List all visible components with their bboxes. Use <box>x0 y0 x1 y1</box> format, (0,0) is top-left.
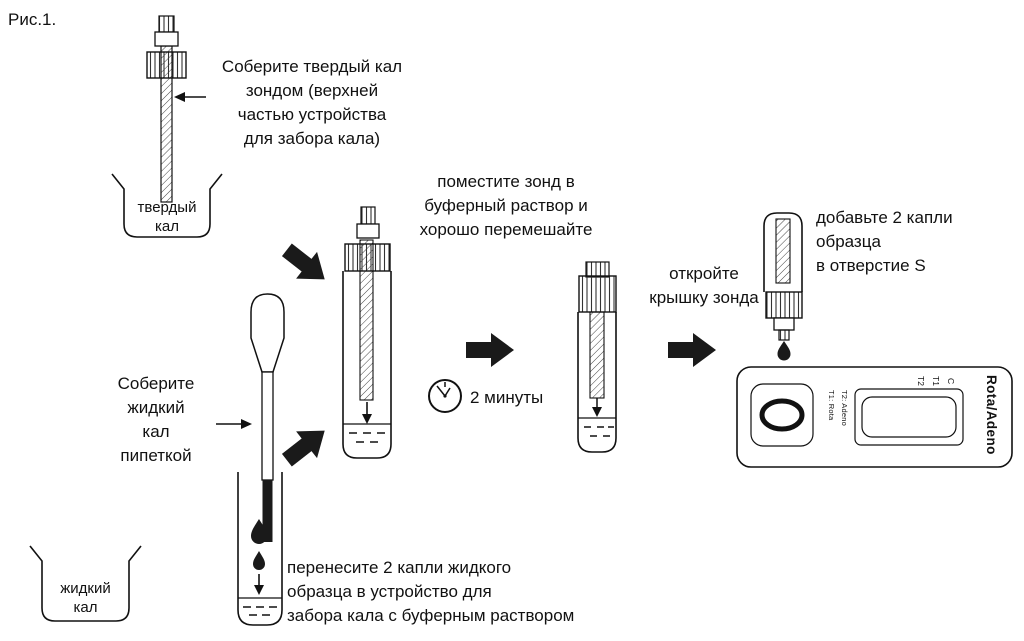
pipette-bulb <box>250 293 285 373</box>
sample-well-s <box>759 398 805 432</box>
buffer-liquid-dashes <box>349 432 385 443</box>
figure-label: Рис.1. <box>8 10 57 29</box>
result-window-inner <box>861 396 957 438</box>
wait-time-label: 2 минуты <box>470 388 544 407</box>
tube-body <box>237 472 283 626</box>
solid-beaker-label: твердый кал <box>137 199 197 235</box>
liquid-stool-beaker <box>29 545 142 622</box>
step-collect-liquid-label: Соберите жидкий кал пипеткой <box>117 374 195 465</box>
pipette-tip <box>262 480 273 542</box>
flow-arrow-down-right-icon <box>281 243 325 280</box>
step-open-cap-label: откройте крышку зонда <box>649 264 759 307</box>
pipette-stem <box>261 371 274 481</box>
buffer-liquid-dashes <box>243 606 277 616</box>
mixing-tube-device <box>342 206 392 459</box>
collection-tube-with-drops <box>237 472 283 626</box>
step-collect-solid-label: Соберите твердый кал зондом (верхней час… <box>221 57 403 148</box>
test-cassette <box>736 366 1013 468</box>
dropper-tip <box>778 329 790 341</box>
probe-collar <box>146 51 187 79</box>
pointer-arrow-solid <box>174 92 206 102</box>
drop-icon <box>253 551 265 570</box>
cassette-line-t1-label: T1: Rota <box>827 390 836 421</box>
dropper-neck <box>773 317 795 331</box>
tube-collar <box>344 243 391 272</box>
tube-cap <box>578 275 617 313</box>
liquid-pipette <box>250 293 285 542</box>
probe-stick <box>359 239 374 401</box>
probe-stick <box>589 311 605 399</box>
probe-stick <box>775 218 791 284</box>
step-transfer-label: перенесите 2 капли жидкого образца в уст… <box>287 558 575 625</box>
sample-drop-icon <box>777 341 791 361</box>
pointer-arrow-liquid <box>216 419 252 429</box>
step-mix-label: поместите зонд в буферный раствор и хоро… <box>419 172 593 239</box>
cassette-marker-t1: T1 <box>931 376 941 386</box>
liquid-beaker-label: жидкий кал <box>60 580 111 616</box>
tube-cap-top <box>585 261 610 278</box>
solid-stool-beaker <box>111 173 223 238</box>
cassette-brand-label: Rota/Adeno <box>984 375 999 455</box>
flow-arrow-right-icon <box>466 333 514 367</box>
step-add-drops-label: добавьте 2 капли образца в отверстие S <box>816 208 953 275</box>
probe-neck <box>154 31 179 47</box>
cassette-line-t2-label: T2: Adeno <box>840 390 849 426</box>
probe-tip-cap <box>158 15 175 33</box>
tube-collar <box>765 291 803 319</box>
buffer-liquid-dashes <box>584 426 614 437</box>
settled-tube-device <box>577 261 617 453</box>
clock-icon <box>428 379 462 413</box>
cassette-marker-c: C <box>946 378 956 385</box>
probe-neck <box>356 223 380 239</box>
flow-arrow-right-icon <box>668 333 716 367</box>
stool-probe-device <box>146 15 187 203</box>
cassette-marker-t2: T2 <box>916 376 926 386</box>
probe-tip-cap <box>360 206 376 225</box>
dispensing-tube-device <box>763 212 803 361</box>
flow-arrow-up-right-icon <box>281 430 325 467</box>
